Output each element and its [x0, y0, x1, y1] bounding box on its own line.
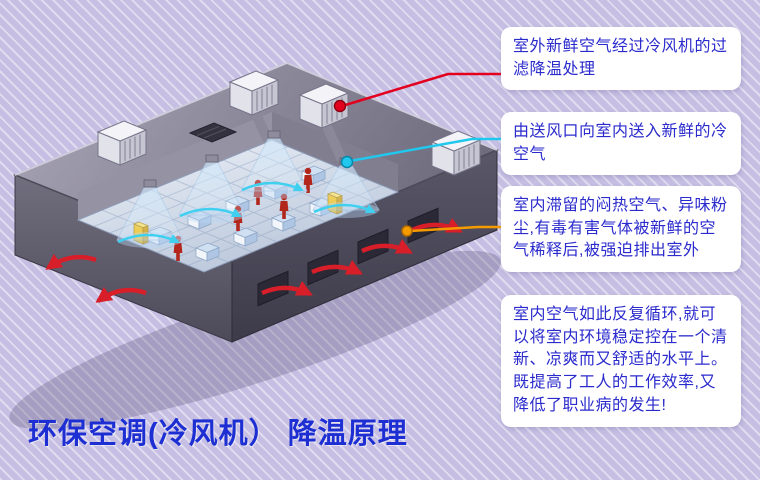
supply-air-arrow: [117, 233, 180, 244]
marker-dot-cyan: [340, 155, 354, 169]
callout-text: 室内滞留的闷热空气、异味粉尘,有毒有害气体被新鲜的空气稀释后,被强迫排出室外: [513, 197, 728, 260]
exhaust-air-arrow: [311, 259, 363, 276]
supply-duct: [319, 117, 347, 163]
page-title: 环保空调(冷风机） 降温原理: [28, 418, 408, 450]
supply-air-arrow: [313, 203, 376, 214]
callout-text: 由送风口向室内送入新鲜的冷空气: [513, 123, 728, 163]
callout-text: 室外新鲜空气经过冷风机的过滤降温处理: [513, 38, 728, 78]
callout-connectors: [333, 72, 506, 237]
marker-dot-red: [333, 99, 347, 113]
machine: [233, 227, 258, 247]
exhaust-air-arrow: [261, 280, 313, 297]
machine: [195, 242, 220, 262]
callout-text: 室内空气如此反复循环,就可以将室内环境稳定控在一个清新、凉爽而又舒适的水平上。既…: [513, 306, 728, 414]
callout-circulation-summary: 室内空气如此反复循环,就可以将室内环境稳定控在一个清新、凉爽而又舒适的水平上。既…: [501, 295, 741, 427]
supply-air-arrow: [179, 207, 242, 218]
connector-supply-air: [340, 137, 506, 169]
ceiling-diffuser: [240, 130, 308, 199]
supply-ducts: [249, 107, 347, 163]
ground-shadow: [9, 250, 501, 430]
roof-exhaust-grille: [188, 122, 238, 143]
worker-figure: [279, 193, 289, 219]
cooling-unit: [228, 70, 280, 116]
callout-exhaust-air: 室内滞留的闷热空气、异味粉尘,有毒有害气体被新鲜的空气稀释后,被强迫排出室外: [501, 186, 741, 273]
roof-cooling-units: [96, 70, 482, 176]
callout-fresh-air-intake: 室外新鲜空气经过冷风机的过滤降温处理: [501, 27, 741, 91]
cooling-unit: [96, 120, 148, 166]
air-diffusers: [116, 130, 380, 248]
worker-figure: [303, 167, 313, 193]
exhaust-air-arrow: [361, 238, 413, 255]
supply-air-arrows: [117, 181, 376, 244]
marker-dot-orange: [401, 225, 413, 237]
exhaust-air-arrow: [45, 253, 97, 270]
callout-supply-air: 由送风口向室内送入新鲜的冷空气: [501, 112, 741, 176]
interior-back-wall-left: [78, 112, 272, 220]
cooling-unit: [430, 130, 482, 176]
supply-air-arrow: [241, 181, 304, 192]
exhaust-air-arrows: [45, 217, 463, 303]
connector-exhaust-air: [401, 225, 506, 237]
exhaust-air-arrow: [95, 286, 147, 303]
connector-fresh-air-intake: [333, 72, 506, 113]
supply-duct: [249, 107, 273, 143]
